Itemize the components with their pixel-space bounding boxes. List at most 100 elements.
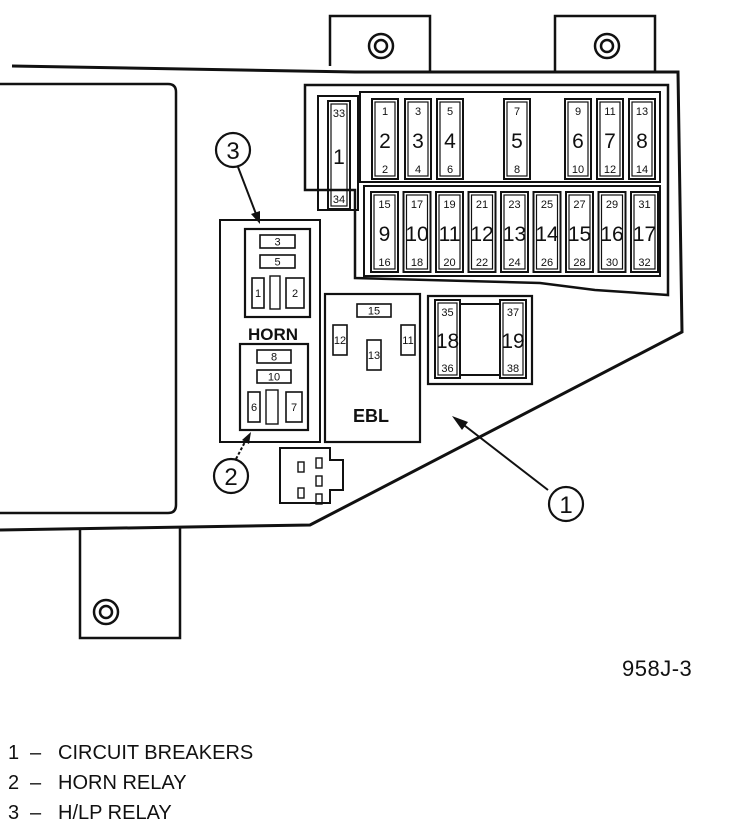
fuse-terminal-top: 3 <box>415 106 421 118</box>
fuse-15: 27 15 28 <box>565 191 594 273</box>
fuse-number: 11 <box>439 223 461 246</box>
fuse-terminal-top: 19 <box>443 199 455 211</box>
hlp-terminal-5-label: 5 <box>274 256 280 268</box>
fuse-terminal-top: 29 <box>606 199 618 211</box>
fuse-number: 13 <box>503 223 526 246</box>
callout-2-arrowhead <box>242 432 251 444</box>
callout-3-arrowhead <box>251 211 260 224</box>
fuse-10: 17 10 18 <box>402 191 432 273</box>
legend-text: H/LP RELAY <box>58 802 172 824</box>
fuse-number: 12 <box>470 223 493 246</box>
fuse-7: 11 7 12 <box>596 98 624 180</box>
fuse-terminal-top: 33 <box>333 108 345 120</box>
fuse-terminal-bottom: 32 <box>638 257 650 269</box>
fuse-terminal-top: 15 <box>378 199 390 211</box>
fuse-terminal-bottom: 20 <box>443 257 455 269</box>
fuse-terminal-top: 17 <box>411 199 423 211</box>
ebl-label: EBL <box>353 406 389 426</box>
legend-dash: – <box>30 742 42 764</box>
fuse-number: 10 <box>405 223 428 246</box>
hlp-terminal-1: 1 <box>251 277 265 309</box>
fuse-block-top-frame <box>359 91 661 183</box>
fuse-number: 2 <box>379 130 391 153</box>
fuse-terminal-bottom: 8 <box>514 164 520 176</box>
hlp-relay <box>243 227 312 319</box>
legend-item: 3–H/LP RELAY <box>8 798 253 828</box>
horn-terminal-10: 10 <box>256 369 292 384</box>
legend-dash: – <box>30 772 42 794</box>
fuse-11: 19 11 20 <box>435 191 464 273</box>
mounting-tab-top-left <box>328 14 432 72</box>
fuse-17: 31 17 32 <box>630 191 659 273</box>
callout-3-circle <box>214 131 252 169</box>
callout-2-circle <box>212 457 250 495</box>
fuse-13: 23 13 24 <box>500 191 529 273</box>
horn-terminal-7-label: 7 <box>291 402 297 414</box>
fuse-terminal-bottom: 38 <box>507 363 519 375</box>
mounting-tab-top-right <box>553 14 657 72</box>
fuse-terminal-top: 31 <box>638 199 650 211</box>
fuse-5: 758 <box>503 98 531 180</box>
legend-item: 2–HORN RELAY <box>8 768 253 798</box>
fuse-terminal-top: 1 <box>382 106 388 118</box>
callout-1-number: 1 <box>559 492 572 519</box>
fuse-12: 21 12 22 <box>467 191 497 273</box>
fuse-terminal-bottom: 10 <box>572 164 584 176</box>
fuse-number: 15 <box>568 223 591 246</box>
legend-number: 1 <box>8 742 20 764</box>
fuse-terminal-bottom: 12 <box>604 164 616 176</box>
legend-item: 1–CIRCUIT BREAKERS <box>8 738 253 768</box>
fuse-number: 9 <box>379 223 391 246</box>
horn-label: HORN <box>248 325 298 344</box>
hlp-terminal-2: 2 <box>285 277 305 309</box>
housing-outline <box>0 64 684 532</box>
fuse-number: 18 <box>436 330 459 353</box>
fuse-number: 3 <box>412 130 424 153</box>
horn-terminal-8-label: 8 <box>271 351 277 363</box>
ebl-terminal-12-label: 12 <box>334 335 346 347</box>
fuse-number: 19 <box>501 330 524 353</box>
hlp-terminal-3-label: 3 <box>274 236 280 248</box>
fuse-1: 33 1 34 <box>327 100 351 210</box>
legend-number: 2 <box>8 772 20 794</box>
hlp-terminal-3: 3 <box>259 234 296 249</box>
hlp-terminal-2-label: 2 <box>292 288 298 300</box>
fuse-terminal-top: 25 <box>541 199 553 211</box>
fuse-terminal-bottom: 24 <box>508 257 520 269</box>
fuse-terminal-bottom: 26 <box>541 257 553 269</box>
ebl-terminal-15: 15 <box>356 303 392 318</box>
callout-2-leader <box>235 439 247 460</box>
fuse-terminal-bottom: 36 <box>441 363 453 375</box>
fuse-terminal-bottom: 16 <box>378 257 390 269</box>
fuse-terminal-top: 21 <box>476 199 488 211</box>
fuse-number: 17 <box>633 223 656 246</box>
fuse-number: 1 <box>333 146 345 169</box>
horn-relay <box>238 342 310 432</box>
fuse-terminal-bottom: 4 <box>415 164 421 176</box>
fuse-terminal-top: 23 <box>508 199 520 211</box>
fuse-terminal-bottom: 34 <box>333 194 345 206</box>
fuse-number: 7 <box>604 130 616 153</box>
horn-terminal-6: 6 <box>247 391 261 423</box>
callout-3-leader <box>237 166 257 215</box>
fuse-terminal-top: 27 <box>573 199 585 211</box>
horn-terminal-10-label: 10 <box>268 371 280 383</box>
relay-panel <box>219 219 321 443</box>
ebl-terminal-11: 11 <box>400 324 416 356</box>
fuse-terminal-bottom: 18 <box>411 257 423 269</box>
legend-text: HORN RELAY <box>58 772 187 794</box>
fuse-terminal-bottom: 28 <box>573 257 585 269</box>
ebl-relay <box>323 292 422 444</box>
fuse-terminal-top: 13 <box>636 106 648 118</box>
fuse-terminal-bottom: 22 <box>476 257 488 269</box>
fuse-terminal-top: 11 <box>604 106 615 118</box>
fuse-number: 16 <box>600 223 623 246</box>
ebl-terminal-15-label: 15 <box>368 305 380 317</box>
fuse-terminal-bottom: 2 <box>382 164 388 176</box>
ebl-terminal-13-label: 13 <box>368 350 380 362</box>
